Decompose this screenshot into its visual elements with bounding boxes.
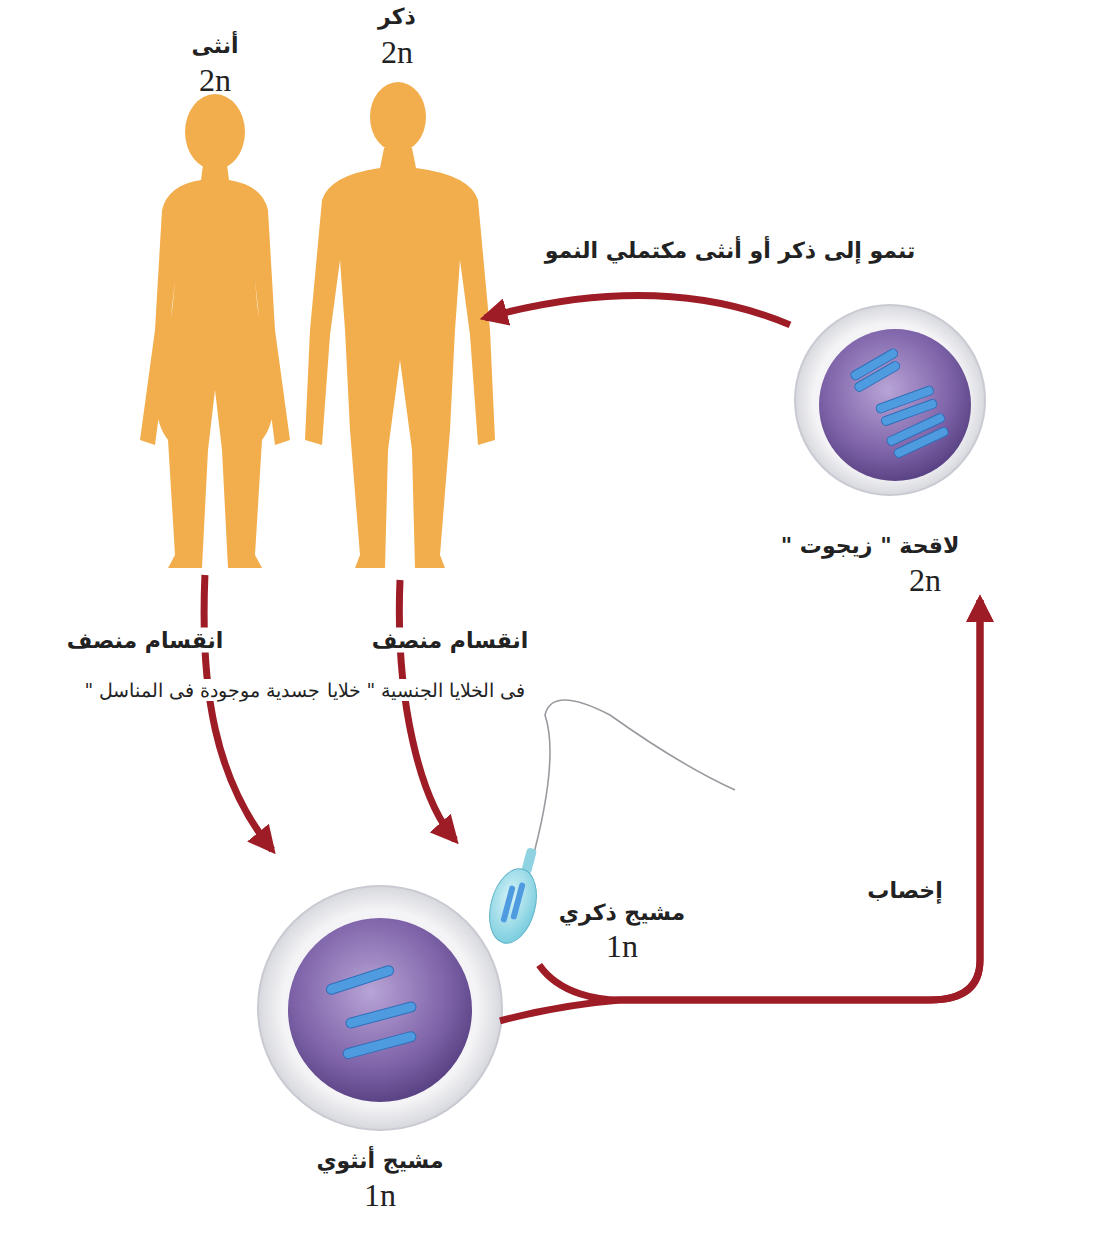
ploidy-number: 1n (364, 1177, 396, 1214)
arrow-label: تنمو إلى ذكر أو أنثى مكتملي النمو (541, 238, 920, 263)
node-label: مشيج أنثوي (316, 1148, 443, 1173)
cycle-arrow (485, 296, 790, 325)
arrow-label: انقسام منصف (368, 628, 533, 653)
sperm-cell (482, 700, 735, 948)
figure-node: مشيج أنثوي 1n (255, 850, 500, 1215)
ploidy-number: 2n (909, 562, 941, 599)
cycle-arrow (539, 600, 980, 1000)
ploidy-number: 2n (381, 34, 413, 71)
figure-node: ذكر 2n (315, 0, 485, 580)
cycle-arrow (399, 580, 455, 840)
node-label: مشيج ذكري (559, 900, 685, 925)
note-label: فى الخلايا الجنسية " خلايا جسدية موجودة … (81, 679, 530, 701)
ploidy-number: 1n (606, 928, 638, 965)
arrow-label: إخصاب (863, 878, 946, 903)
figure-node: مشيج ذكري 1n (455, 700, 710, 965)
arrow-label: انقسام منصف (63, 628, 228, 653)
node-label: لاقحة " زيجوت " (781, 533, 960, 558)
figure-node: أنثى 2n (120, 20, 310, 575)
ploidy-number: 2n (199, 62, 231, 99)
male-figure (305, 82, 495, 568)
cycle-arrow (204, 575, 272, 850)
egg-cell (258, 886, 502, 1130)
female-figure (140, 94, 290, 568)
cycle-arrow (500, 600, 980, 1021)
zygote-cell (795, 305, 985, 495)
node-label: ذكر (378, 4, 416, 29)
node-label: أنثى (191, 33, 238, 58)
figure-node: لاقحة " زيجوت "2n (790, 300, 990, 600)
